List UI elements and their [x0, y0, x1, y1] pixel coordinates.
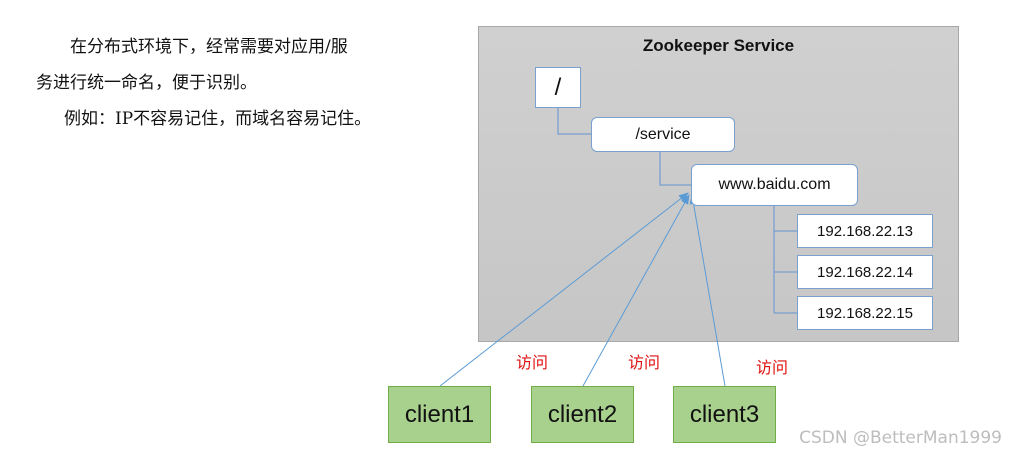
client2-box: client2 — [531, 386, 634, 443]
root-to-service-connector — [557, 108, 592, 135]
ip-node-2: 192.168.22.14 — [797, 255, 933, 289]
client3-box: client3 — [673, 386, 776, 443]
client3-access-arrow — [689, 194, 726, 387]
client2-access-arrow — [582, 194, 690, 387]
access-label-1: 访问 — [516, 353, 549, 372]
description-line-2: 务进行统一命名，便于识别。 — [36, 73, 257, 93]
service-node: /service — [591, 117, 735, 152]
ip-node-3: 192.168.22.15 — [797, 296, 933, 330]
access-label-2: 访问 — [628, 353, 661, 372]
ip-node-1: 192.168.22.13 — [797, 214, 933, 248]
service-to-domain-connector — [659, 152, 692, 186]
description-line-1: 在分布式环境下，经常需要对应用/服 — [70, 37, 348, 57]
panel-title: Zookeeper Service — [642, 36, 795, 55]
domain-to-ip-connector — [773, 206, 797, 314]
client1-box: client1 — [388, 386, 491, 443]
root-node: / — [535, 67, 581, 108]
client1-access-arrow — [439, 192, 689, 387]
domain-node: www.baidu.com — [691, 164, 858, 206]
access-label-3: 访问 — [756, 358, 789, 377]
watermark: CSDN @BetterMan1999 — [799, 428, 1002, 448]
description-line-3: 例如：IP不容易记住，而域名容易记住。 — [64, 109, 372, 129]
